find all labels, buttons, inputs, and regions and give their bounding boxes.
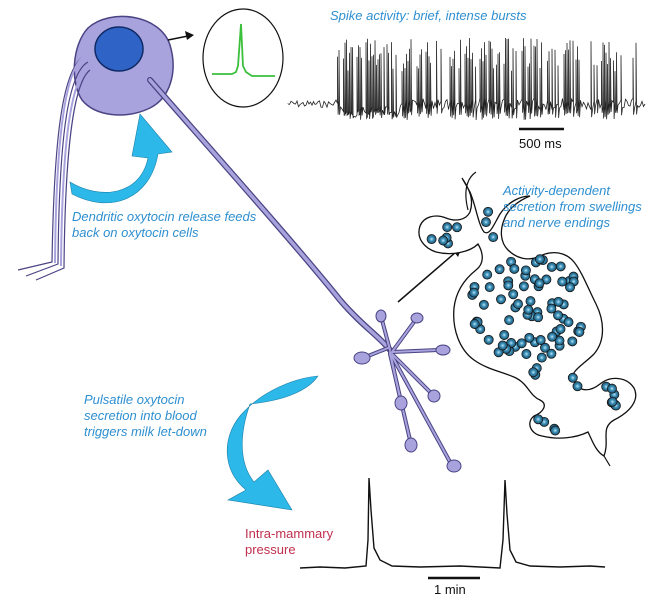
- vesicle: [503, 280, 514, 291]
- magnify-arrow: [397, 247, 462, 303]
- dendritic-feedback-arrow: [69, 113, 173, 204]
- vesicle: [426, 234, 437, 245]
- vesicle: [520, 265, 531, 276]
- pressure-line-1: Intra-mammary: [245, 526, 334, 541]
- vesicle: [572, 381, 583, 392]
- spike-burst-path: [287, 37, 646, 121]
- activity-line-1: Activity-dependent: [503, 183, 610, 198]
- vesicle: [567, 336, 578, 347]
- single-spike-trace: [212, 23, 275, 77]
- vesicle: [438, 235, 449, 246]
- vesicle: [469, 287, 479, 298]
- vesicle: [508, 289, 519, 300]
- vesicle: [567, 372, 578, 383]
- activity-line-3: and nerve endings: [503, 215, 610, 230]
- vesicle: [513, 299, 523, 309]
- neuron-nucleus: [94, 26, 144, 72]
- pressure-line-2: pressure: [245, 542, 296, 557]
- vesicle: [504, 315, 515, 326]
- dendritic-line-1: Dendritic oxytocin release feeds: [72, 209, 257, 224]
- dendritic-release-label: Dendritic oxytocin release feeds back on…: [72, 209, 256, 241]
- vesicle: [534, 278, 545, 289]
- vesicle: [546, 261, 557, 272]
- vesicle: [494, 264, 505, 275]
- vesicle: [534, 254, 545, 265]
- vesicle: [525, 296, 536, 307]
- vesicle: [516, 338, 527, 349]
- spike-activity-label: Spike activity: brief, intense bursts: [330, 8, 527, 23]
- nerve-ending-magnified: [418, 171, 637, 467]
- vesicle: [533, 312, 544, 323]
- vesicle: [483, 334, 494, 345]
- vesicle: [607, 396, 618, 407]
- vesicle: [550, 425, 561, 436]
- vesicle: [469, 319, 480, 329]
- pulsatile-secretion-arrow: [226, 375, 319, 511]
- axon: [147, 77, 393, 353]
- vesicle: [546, 303, 557, 314]
- vesicle: [483, 206, 494, 217]
- vesicle: [563, 317, 574, 328]
- vesicle: [523, 304, 534, 315]
- axon-terminals-fill: [367, 319, 451, 463]
- vesicle: [553, 310, 563, 321]
- vesicle: [482, 269, 493, 280]
- vesicle: [488, 232, 499, 243]
- pulsatile-line-2: secretion into blood: [84, 408, 197, 423]
- vesicle: [553, 296, 564, 307]
- vesicle: [499, 330, 510, 340]
- vesicle: [452, 222, 462, 233]
- activity-line-2: secretion from swellings: [503, 199, 642, 214]
- soma-to-spike-arrow: [167, 31, 194, 41]
- intra-mammary-pressure-label: Intra-mammary pressure: [245, 526, 333, 558]
- vesicle: [546, 348, 557, 359]
- vesicle: [533, 414, 544, 425]
- dendritic-line-2: back on oxytocin cells: [72, 225, 199, 240]
- vesicle: [547, 331, 558, 342]
- activity-dependent-label: Activity-dependent secretion from swelli…: [503, 183, 642, 231]
- vesicle: [496, 294, 506, 305]
- vesicle: [442, 222, 453, 233]
- scale-1min-label: 1 min: [434, 582, 466, 597]
- spike-burst-trace: [287, 37, 646, 121]
- pulsatile-secretion-label: Pulsatile oxytocin secretion into blood …: [84, 392, 207, 440]
- vesicle: [540, 342, 550, 353]
- vesicle: [535, 335, 546, 345]
- vesicle: [555, 324, 566, 334]
- vesicle: [484, 282, 495, 293]
- vesicle: [607, 383, 617, 394]
- single-spike-inset: [202, 8, 284, 108]
- pulsatile-line-3: triggers milk let-down: [84, 424, 207, 439]
- vesicle: [521, 349, 532, 359]
- vesicle: [574, 327, 585, 337]
- secretory-vesicles: [426, 206, 621, 436]
- vesicle: [481, 217, 491, 228]
- vesicle: [528, 367, 539, 378]
- vesicle: [555, 261, 566, 272]
- pulsatile-line-1: Pulsatile oxytocin: [84, 392, 185, 407]
- vesicle: [518, 281, 529, 292]
- vesicle: [497, 340, 508, 351]
- vesicle: [565, 282, 575, 293]
- dendrites: [17, 54, 91, 281]
- vesicle: [524, 332, 535, 343]
- vesicle: [557, 276, 568, 287]
- vesicle: [536, 352, 547, 363]
- scale-500ms-label: 500 ms: [519, 136, 562, 151]
- terminal-endings: [353, 309, 462, 473]
- vesicle: [509, 263, 520, 274]
- pressure-trace: [299, 477, 606, 569]
- vesicle: [478, 299, 489, 310]
